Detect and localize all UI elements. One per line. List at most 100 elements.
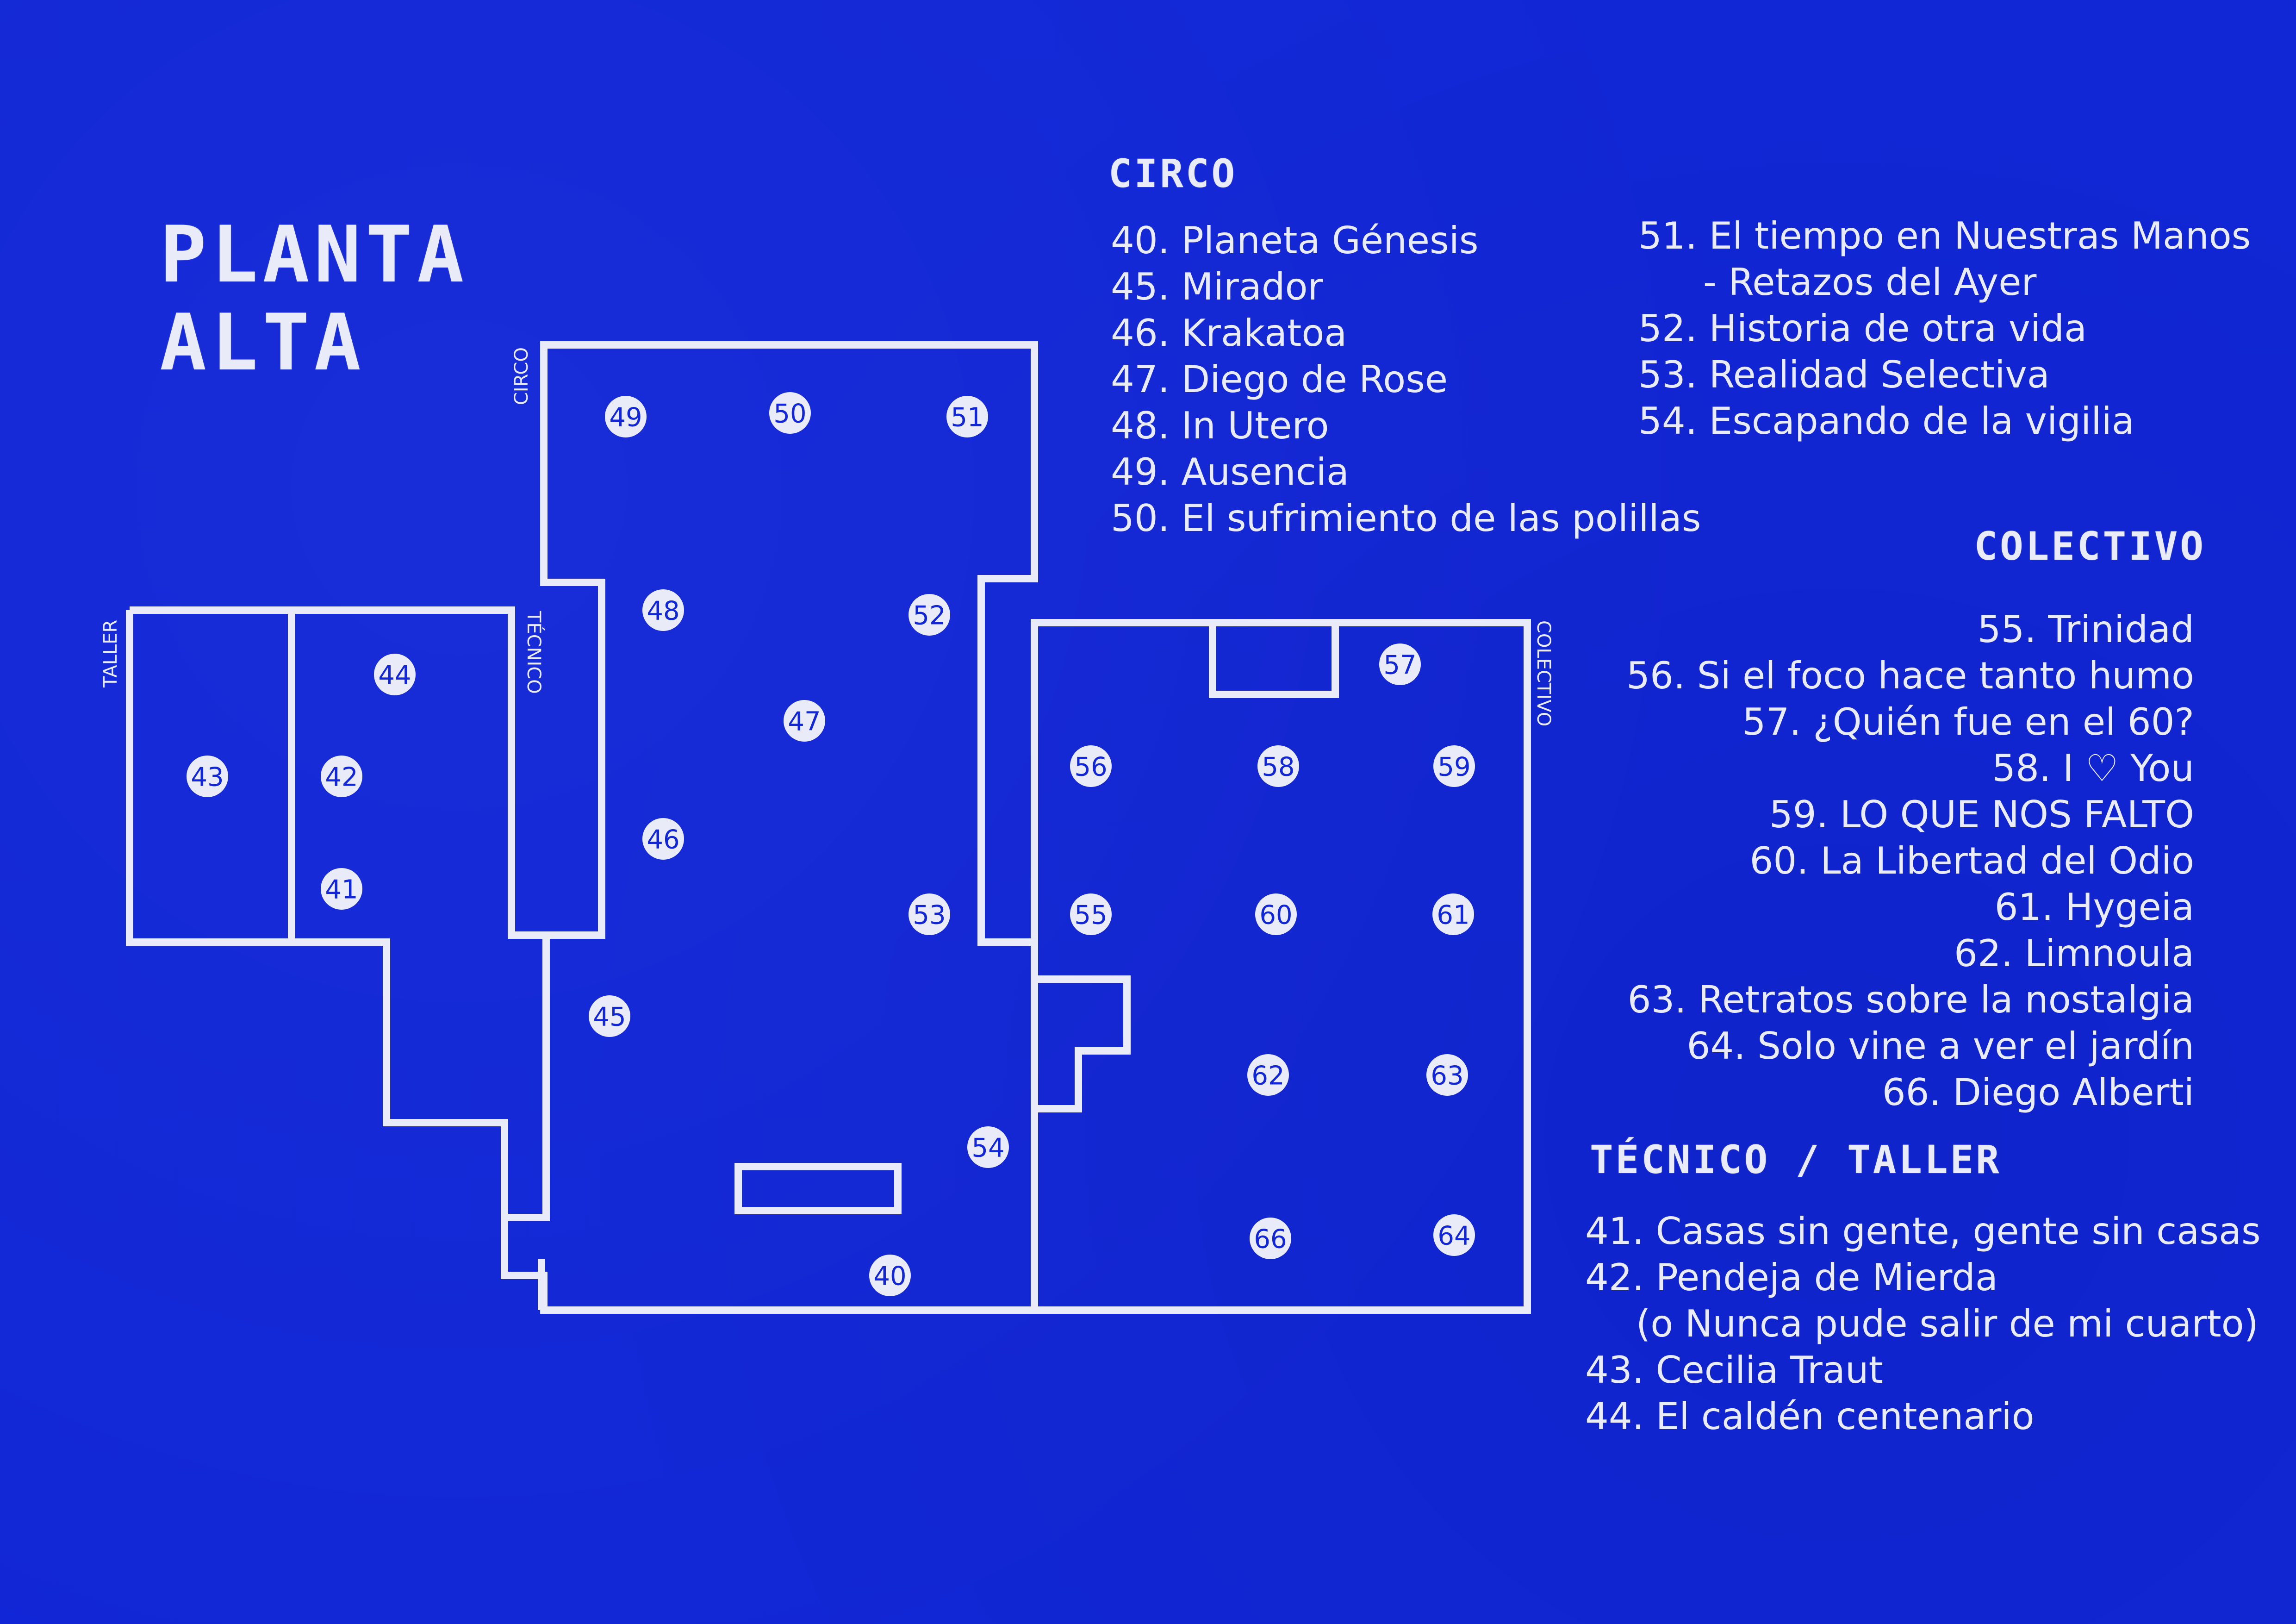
marker-circle — [1433, 745, 1475, 787]
list-item: 47. Diego de Rose — [1111, 358, 1448, 401]
marker-number: 46 — [647, 825, 679, 855]
artwork-marker-45: 45 — [589, 995, 630, 1037]
list-item: 49. Ausencia — [1111, 450, 1349, 493]
artwork-marker-55: 55 — [1070, 893, 1112, 935]
list-item: - Retazos del Ayer — [1703, 261, 2037, 304]
marker-circle — [869, 1255, 911, 1296]
list-item: 43. Cecilia Traut — [1585, 1349, 1883, 1392]
list-item: 62. Limnoula — [1954, 932, 2194, 975]
artwork-marker-41: 41 — [321, 868, 362, 910]
marker-circle — [1257, 745, 1299, 787]
marker-circle — [642, 589, 684, 631]
walls — [126, 341, 1531, 1314]
list-item: 44. El caldén centenario — [1585, 1395, 2035, 1438]
marker-circle — [1426, 1054, 1468, 1096]
marker-circle — [187, 756, 228, 797]
marker-circle — [589, 995, 630, 1037]
colectivo-room-wall — [1031, 619, 1531, 1314]
artwork-marker-57: 57 — [1379, 643, 1421, 685]
section-title-colectivo: COLECTIVO — [1974, 524, 2206, 569]
marker-circle — [946, 396, 988, 437]
room-label-colectivo: COLECTIVO — [1533, 620, 1554, 726]
marker-number: 41 — [325, 875, 358, 905]
marker-number: 60 — [1259, 900, 1292, 931]
list-item: 56. Si el foco hace tanto humo — [1626, 654, 2194, 697]
artwork-marker-49: 49 — [605, 396, 647, 437]
artwork-marker-40: 40 — [869, 1255, 911, 1296]
artwork-marker-51: 51 — [946, 396, 988, 437]
marker-circle — [1379, 643, 1421, 685]
tecnico-corridor-wall — [508, 341, 1038, 946]
list-item: 42. Pendeja de Mierda — [1585, 1256, 1998, 1299]
marker-circle — [1247, 1054, 1289, 1096]
marker-circle — [1433, 1214, 1475, 1256]
marker-number: 62 — [1251, 1061, 1284, 1091]
marker-number: 61 — [1437, 900, 1469, 931]
marker-circle — [967, 1126, 1009, 1168]
artwork-marker-50: 50 — [769, 392, 811, 434]
artwork-marker-61: 61 — [1432, 893, 1474, 935]
marker-number: 54 — [971, 1133, 1004, 1163]
marker-number: 59 — [1437, 752, 1470, 782]
section-title-circo: CIRCO — [1108, 151, 1238, 196]
section-title-tecnico-taller: TÉCNICO / TALLER — [1590, 1137, 2002, 1182]
marker-number: 55 — [1074, 900, 1107, 931]
artwork-marker-60: 60 — [1255, 893, 1297, 935]
marker-circle — [321, 756, 362, 797]
artwork-marker-53: 53 — [908, 893, 950, 935]
marker-number: 63 — [1431, 1061, 1463, 1091]
artwork-marker-47: 47 — [784, 700, 825, 742]
marker-number: 52 — [913, 601, 946, 631]
room-labels: CIRCO TALLER TÉCNICO COLECTIVO — [100, 347, 1554, 726]
room-label-taller: TALLER — [100, 620, 121, 688]
list-item: 40. Planeta Génesis — [1111, 219, 1479, 262]
marker-number: 49 — [609, 403, 642, 433]
marker-number: 58 — [1262, 752, 1294, 782]
list-item: 48. In Utero — [1111, 404, 1329, 447]
marker-circle — [1070, 893, 1112, 935]
artwork-marker-43: 43 — [187, 756, 228, 797]
list-item: 55. Trinidad — [1977, 608, 2194, 651]
marker-number: 40 — [873, 1262, 906, 1292]
artwork-marker-56: 56 — [1070, 745, 1112, 787]
list-item: 50. El sufrimiento de las polillas — [1111, 497, 1701, 540]
marker-number: 53 — [913, 900, 946, 931]
artwork-marker-48: 48 — [642, 589, 684, 631]
marker-circle — [1070, 745, 1112, 787]
list-item: 58. I ♡ You — [1992, 747, 2194, 790]
marker-circle — [1432, 893, 1474, 935]
list-item: 64. Solo vine a ver el jardín — [1686, 1024, 2194, 1068]
colectivo-list: 55. Trinidad 56. Si el foco hace tanto h… — [1626, 606, 2194, 1116]
list-item: 51. El tiempo en Nuestras Manos — [1638, 214, 2251, 257]
list-item: 66. Diego Alberti — [1882, 1071, 2194, 1114]
circo-bench — [734, 1163, 902, 1214]
marker-circle — [374, 654, 416, 695]
circo-list-col2: 51. El tiempo en Nuestras Manos - Retazo… — [1638, 213, 2251, 444]
circo-list-col1: 40. Planeta Génesis 45. Mirador 46. Krak… — [1111, 218, 1701, 542]
list-item: 54. Escapando de la vigilia — [1638, 400, 2134, 443]
marker-number: 47 — [788, 707, 821, 737]
marker-circle — [321, 868, 362, 910]
marker-number: 45 — [593, 1002, 626, 1032]
colectivo-alcove — [1209, 619, 1339, 698]
artwork-marker-42: 42 — [321, 756, 362, 797]
circo-room-wall — [501, 935, 1038, 1314]
artwork-marker-44: 44 — [374, 654, 416, 695]
artwork-markers: 40 41 42 43 44 45 46 47 48 49 50 51 52 53 54 55 56 57 58 59… — [187, 392, 1475, 1296]
marker-number: 66 — [1254, 1224, 1287, 1255]
marker-circle — [642, 818, 684, 860]
artwork-marker-62: 62 — [1247, 1054, 1289, 1096]
marker-number: 51 — [951, 403, 983, 433]
marker-circle — [908, 893, 950, 935]
list-item: 63. Retratos sobre la nostalgia — [1627, 978, 2194, 1021]
marker-number: 56 — [1074, 752, 1107, 782]
marker-number: 64 — [1437, 1221, 1470, 1251]
tecnico-taller-list: 41. Casas sin gente, gente sin casas 42.… — [1585, 1208, 2261, 1440]
marker-circle — [908, 594, 950, 636]
list-item: (o Nunca pude salir de mi cuarto) — [1636, 1302, 2259, 1345]
page-title: PLANTA ALTA — [160, 209, 469, 388]
list-item: 52. Historia de otra vida — [1638, 307, 2087, 350]
list-item: 61. Hygeia — [1994, 886, 2194, 929]
